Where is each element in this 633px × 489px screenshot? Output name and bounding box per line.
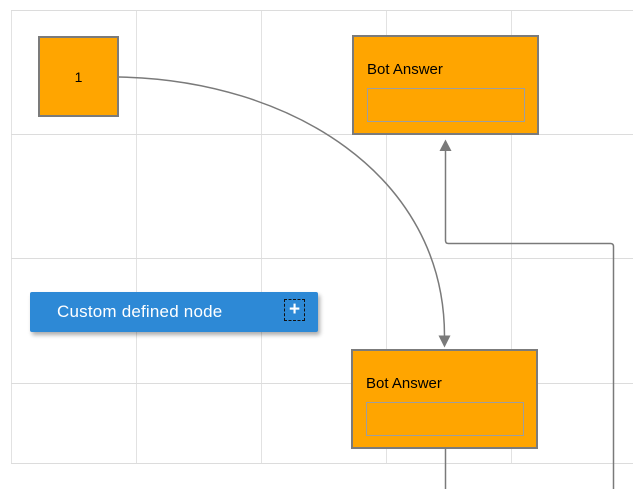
grid-horizontal-lines: [11, 10, 633, 464]
node-text-field[interactable]: [367, 88, 525, 122]
connector-orthogonal[interactable]: [444, 151, 615, 489]
add-node-icon[interactable]: +: [284, 299, 305, 321]
grid-vertical-lines: [11, 10, 512, 464]
node-bot-answer-bottom[interactable]: Bot Answer: [351, 349, 538, 449]
node-text-field[interactable]: [366, 402, 524, 436]
node-start-label: 1: [74, 68, 83, 85]
connector-curve-arrowhead[interactable]: [438, 335, 451, 348]
custom-defined-node-button[interactable]: Custom defined node +: [30, 292, 318, 332]
node-start[interactable]: 1: [38, 36, 119, 117]
plus-icon: +: [288, 299, 301, 320]
custom-defined-node-label: Custom defined node: [57, 302, 223, 321]
connector-orthogonal-arrowhead[interactable]: [439, 139, 452, 152]
connector-curve[interactable]: [118, 76, 446, 337]
node-title: Bot Answer: [367, 61, 443, 78]
node-title: Bot Answer: [366, 375, 442, 392]
node-bot-answer-top[interactable]: Bot Answer: [352, 35, 539, 135]
